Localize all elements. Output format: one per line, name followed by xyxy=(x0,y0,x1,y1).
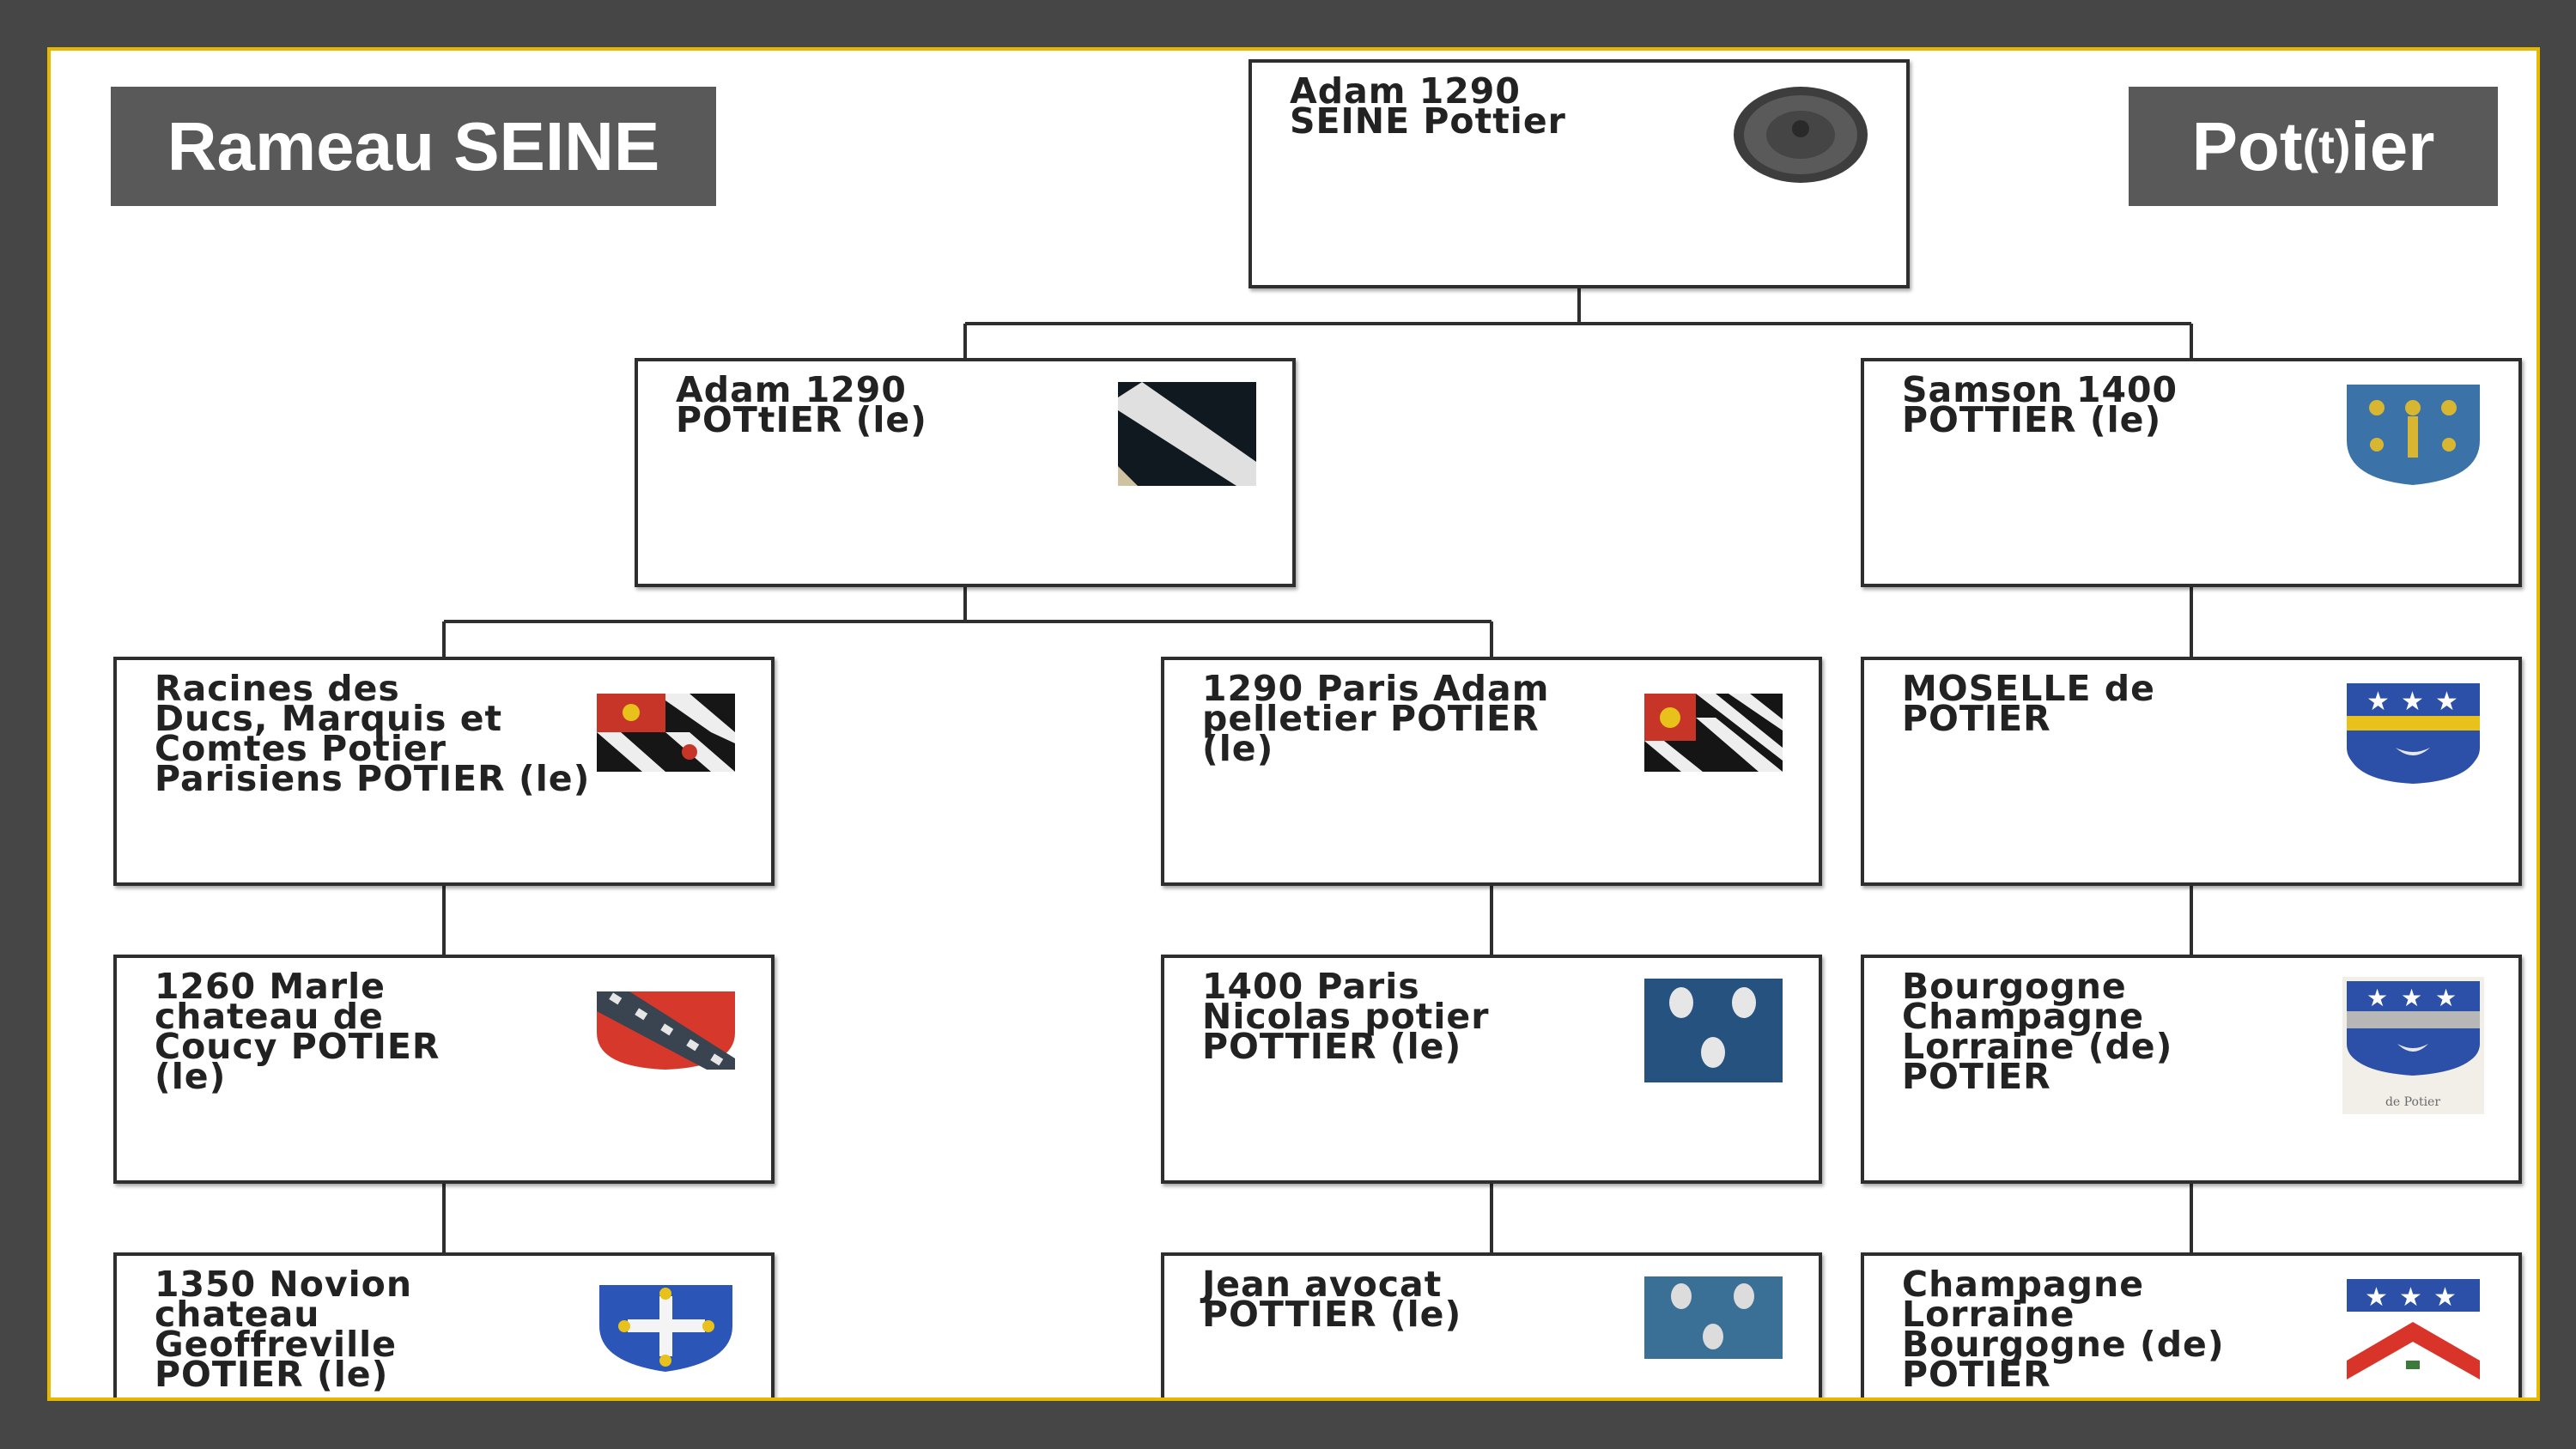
node-nicolas-potier: 1400 Paris Nicolas potier POTTIER (le) xyxy=(1161,955,1822,1184)
svg-text:★: ★ xyxy=(2399,1282,2422,1313)
node-marle-coucy: 1260 Marle chateau de Coucy POTIER (le) xyxy=(113,955,775,1184)
svg-text:★: ★ xyxy=(2401,984,2422,1012)
node-adam-pottier: Adam 1290 POTtIER (le) xyxy=(635,358,1296,587)
node-moselle-potier: MOSELLE de POTIER ★★★ xyxy=(1861,657,2522,886)
svg-text:★: ★ xyxy=(2365,1282,2388,1313)
node-racines-parisiens: Racines des Ducs, Marquis et Comtes Poti… xyxy=(113,657,775,886)
svg-text:★: ★ xyxy=(2435,984,2457,1012)
ewers-shield-icon xyxy=(1643,977,1784,1084)
node-bourgogne-champagne: Bourgogne Champagne Lorraine (de) POTIER… xyxy=(1861,955,2522,1184)
node-samson-pottier: Samson 1400 POTTIER (le) xyxy=(1861,358,2522,587)
quartered-bendy-shield-icon xyxy=(1643,679,1784,786)
svg-text:★: ★ xyxy=(2366,984,2388,1012)
stars-crescent-shield-icon: ★ ★ ★ xyxy=(2342,679,2484,786)
svg-text:★: ★ xyxy=(2435,687,2458,717)
checky-bend-shield-icon xyxy=(595,977,737,1084)
azure-shield-icon xyxy=(2342,380,2484,488)
ewers-small-shield-icon xyxy=(1643,1275,1784,1361)
tree-connectors xyxy=(442,288,2193,1252)
quartered-shield-icon xyxy=(595,679,737,786)
svg-text:★: ★ xyxy=(2433,1282,2457,1313)
cross-azure-shield-icon xyxy=(595,1275,737,1382)
diagram-slide: Rameau SEINE Pot(t)ier Adam 1290 SEINE P… xyxy=(47,47,2540,1401)
crest-caption: de Potier xyxy=(2385,1095,2440,1109)
name-tag: Pot(t)ier xyxy=(2129,87,2498,206)
node-paris-adam-pelletier: 1290 Paris Adam pelletier POTIER (le) xyxy=(1161,657,1822,886)
branch-tag: Rameau SEINE xyxy=(111,87,716,206)
node-adam-seine-pottier: Adam 1290 SEINE Pottier xyxy=(1249,59,1910,288)
stars-crescent-captioned-shield-icon: ★ ★ ★ de Potier xyxy=(2342,977,2484,1114)
node-novion-geoffreville: 1350 Novion chateau Geoffreville POTIER … xyxy=(113,1252,775,1397)
node-jean-avocat: Jean avocat POTTIER (le) xyxy=(1161,1252,1822,1397)
bend-argent-shield-icon xyxy=(1116,380,1258,488)
svg-text:★: ★ xyxy=(2366,687,2390,717)
node-champagne-lorraine: Champagne Lorraine Bourgogne (de) POTIER… xyxy=(1861,1252,2522,1397)
seal-icon xyxy=(1730,82,1872,189)
stars-chevron-shield-icon: ★ ★ ★ xyxy=(2342,1275,2484,1382)
svg-text:★: ★ xyxy=(2401,687,2424,717)
